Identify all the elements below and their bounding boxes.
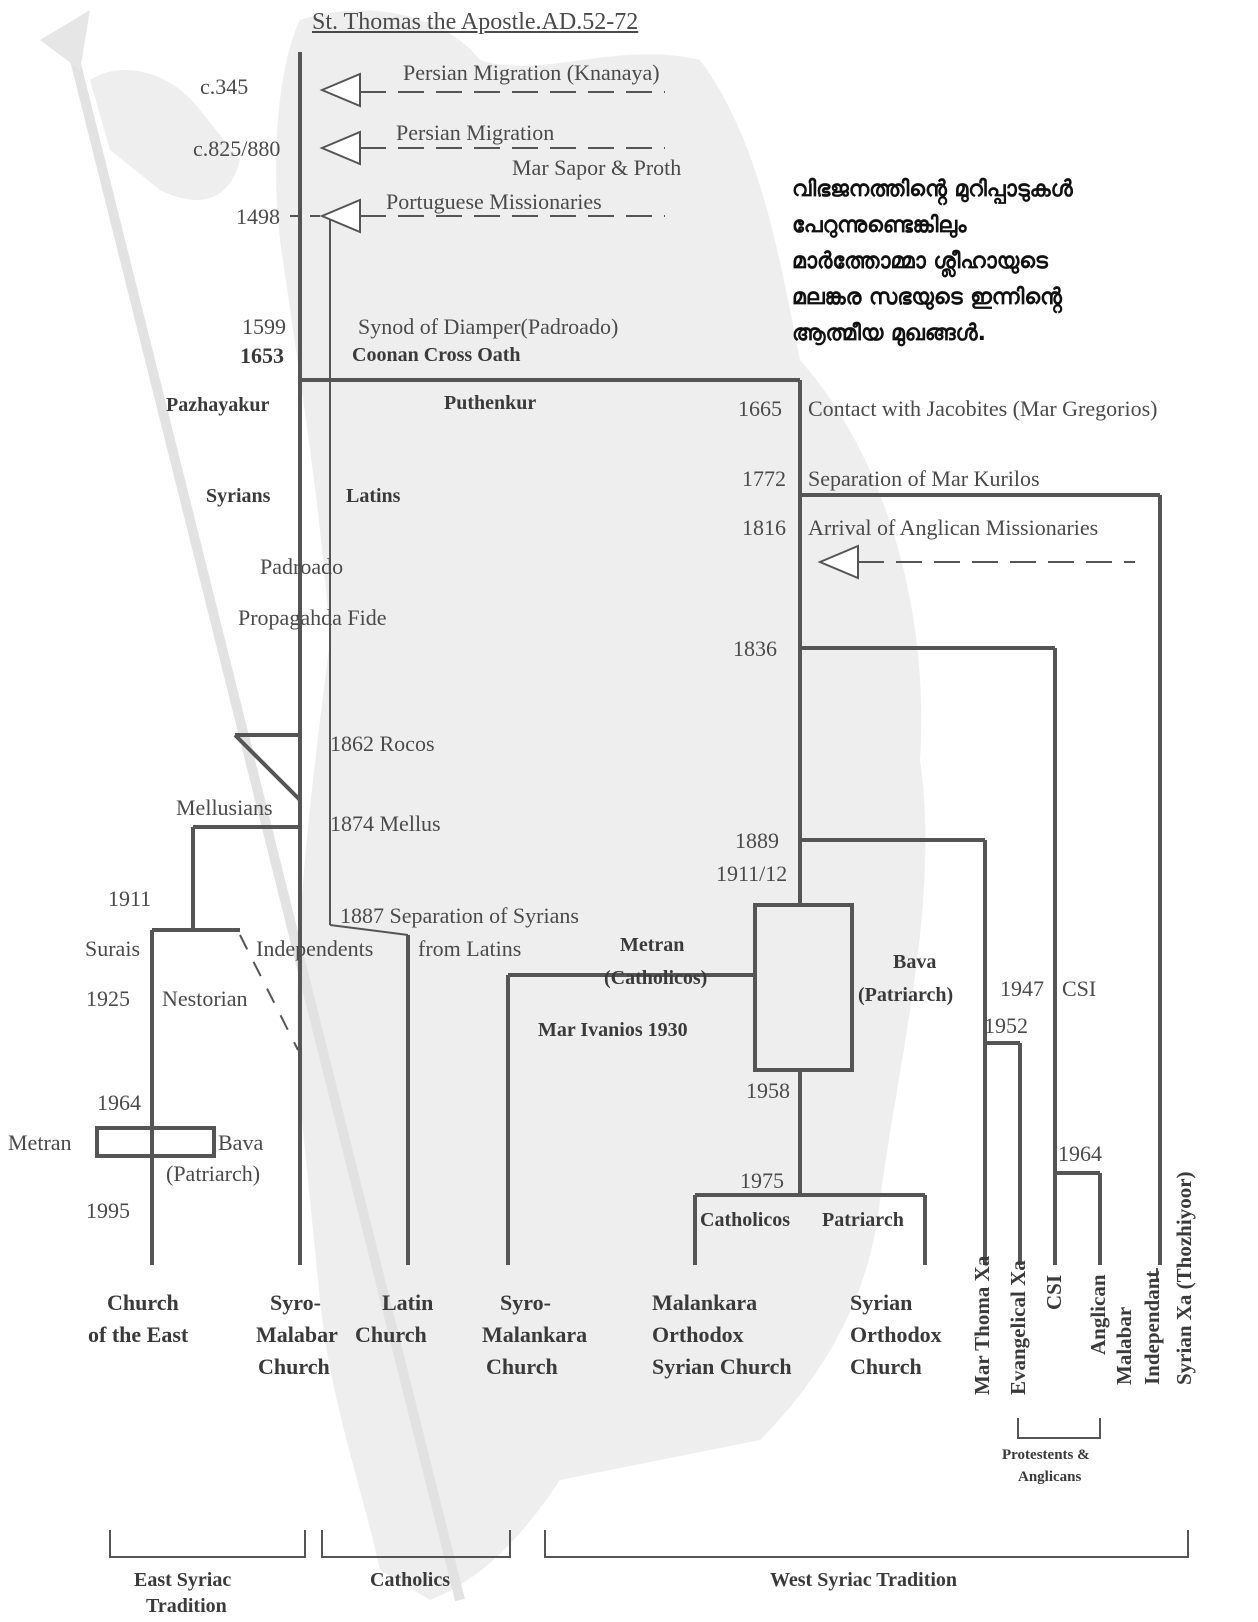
label-pazhayakur: Pazhayakur: [166, 395, 269, 415]
event-ivanios: Mar Ivanios 1930: [538, 1020, 688, 1040]
syrian-orthodox-line-1: Syrian: [850, 1292, 912, 1314]
anglican-church: Anglican: [1088, 1274, 1109, 1355]
label-latins: Latins: [346, 486, 400, 506]
church-of-the-east-line-1: Church: [107, 1292, 179, 1314]
protestants-line-1: Protestents &: [1002, 1448, 1090, 1463]
malabar-independent-line-1: Malabar: [1114, 1307, 1135, 1385]
year-1653: 1653: [240, 345, 284, 367]
thozhiyoor-church: Syrian Xa (Thozhiyoor): [1174, 1171, 1195, 1385]
event-jacobites: Contact with Jacobites (Mar Gregorios): [808, 398, 1157, 420]
event-coonan: Coonan Cross Oath: [352, 345, 521, 365]
event-from-latins: from Latins: [418, 938, 521, 960]
event-rocos: 1862 Rocos: [330, 733, 435, 755]
year-1925: 1925: [86, 988, 130, 1010]
year-1498: 1498: [236, 206, 280, 228]
event-portuguese: Portuguese Missionaries: [386, 191, 602, 213]
label-padroado: Padroado: [260, 556, 343, 578]
group-east-syriac-line-2: Tradition: [146, 1596, 227, 1616]
label-mellusians: Mellusians: [176, 797, 273, 819]
year-1816: 1816: [742, 517, 786, 539]
diagram-title: St. Thomas the Apostle.AD.52-72: [312, 10, 638, 34]
year-1964-right: 1964: [1058, 1143, 1102, 1165]
label-independents: Independents: [256, 938, 373, 960]
year-1975: 1975: [740, 1170, 784, 1192]
label-nestorian: Nestorian: [162, 988, 248, 1010]
malankara-orthodox-line-3: Syrian Church: [652, 1356, 792, 1378]
event-persian-migration: Persian Migration: [396, 122, 554, 144]
csi-church: CSI: [1044, 1275, 1065, 1310]
year-1911: 1911: [108, 888, 151, 910]
label-catholicos: Catholicos: [700, 1210, 790, 1230]
malayalam-caption-line-4: മലങ്കര സഭയുടെ ഇന്നിൻ്റെ: [792, 280, 1062, 316]
label-patriarch-left: (Patriarch): [166, 1163, 260, 1185]
year-1995: 1995: [86, 1200, 130, 1222]
group-catholics: Catholics: [370, 1570, 450, 1590]
label-catholicos-paren: (Catholicos): [604, 968, 707, 988]
group-east-syriac-line-1: East Syriac: [134, 1570, 231, 1590]
syro-malabar-line-3: Church: [258, 1356, 330, 1378]
year-1599: 1599: [242, 316, 286, 338]
protestants-line-2: Anglicans: [1018, 1470, 1081, 1485]
syro-malankara-line-1: Syro-: [500, 1292, 551, 1314]
label-surais: Surais: [85, 938, 140, 960]
malankara-orthodox-line-1: Malankara: [652, 1292, 757, 1314]
label-propaganda-fide: Propagahda Fide: [238, 607, 386, 629]
label-puthenkur: Puthenkur: [444, 393, 536, 413]
malankara-orthodox-line-2: Orthodox: [652, 1324, 744, 1346]
malayalam-caption-line-2: പേറുന്നുണ്ടെങ്കിലും: [792, 208, 966, 244]
label-patriarch-paren: (Patriarch): [858, 985, 953, 1005]
evangelical-church: Evangelical Xa: [1008, 1260, 1029, 1395]
label-bava-left: Bava: [218, 1132, 263, 1154]
year-1964-left: 1964: [97, 1092, 141, 1114]
malabar-independent-line-2: Independant: [1142, 1271, 1163, 1385]
event-anglican-arrival: Arrival of Anglican Missionaries: [808, 517, 1098, 539]
label-syrians: Syrians: [206, 486, 270, 506]
mar-thoma-church: Mar Thoma Xa: [972, 1256, 993, 1395]
year-1772: 1772: [742, 468, 786, 490]
event-diamper: Synod of Diamper(Padroado): [358, 316, 618, 338]
label-metran: Metran: [620, 935, 684, 955]
malayalam-caption-line-1: വിഭജനത്തിൻ്റെ മുറിപ്പാടുകൾ: [792, 172, 1073, 208]
church-of-the-east-line-2: of the East: [88, 1324, 188, 1346]
year-1889: 1889: [735, 830, 779, 852]
event-separation-syrians: 1887 Separation of Syrians: [340, 905, 579, 927]
latin-church-line-2: Church: [355, 1324, 427, 1346]
year-1947: 1947: [1000, 978, 1044, 1000]
year-c825: c.825/880: [193, 138, 280, 160]
label-patriarch: Patriarch: [822, 1210, 904, 1230]
latin-church-line-1: Latin: [382, 1292, 433, 1314]
event-persian-knanaya: Persian Migration (Knanaya): [403, 62, 660, 84]
year-1836: 1836: [733, 638, 777, 660]
syro-malankara-line-3: Church: [486, 1356, 558, 1378]
event-mellus: 1874 Mellus: [330, 813, 441, 835]
year-c345: c.345: [200, 76, 248, 98]
event-kurilos: Separation of Mar Kurilos: [808, 468, 1040, 490]
malayalam-caption-line-3: മാർത്തോമ്മാ ശ്ലീഹായുടെ: [792, 244, 1048, 280]
label-bava: Bava: [893, 952, 936, 972]
year-1665: 1665: [738, 398, 782, 420]
syrian-orthodox-line-2: Orthodox: [850, 1324, 942, 1346]
syro-malankara-line-2: Malankara: [482, 1324, 587, 1346]
malayalam-caption-line-5: ആത്മീയ മുഖങ്ങൾ.: [792, 316, 986, 352]
label-csi-1947: CSI: [1062, 978, 1096, 1000]
syro-malabar-line-1: Syro-: [270, 1292, 321, 1314]
year-1958: 1958: [746, 1080, 790, 1102]
year-1911-12: 1911/12: [716, 863, 787, 885]
syro-malabar-line-2: Malabar: [256, 1324, 338, 1346]
label-metran-left: Metran: [8, 1132, 72, 1154]
event-sapor-proth: Mar Sapor & Proth: [512, 157, 681, 179]
syrian-orthodox-line-3: Church: [850, 1356, 922, 1378]
group-west-syriac: West Syriac Tradition: [770, 1570, 957, 1590]
year-1952: 1952: [984, 1015, 1028, 1037]
